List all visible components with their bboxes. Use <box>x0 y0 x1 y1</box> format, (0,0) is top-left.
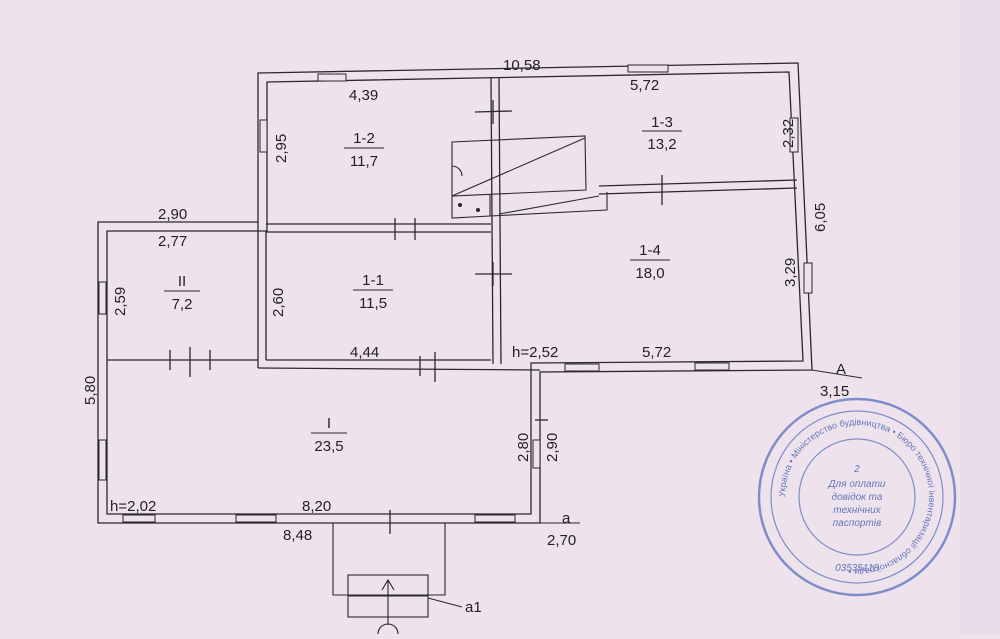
wall-d <box>598 179 798 187</box>
wall-f2 <box>257 367 541 371</box>
windows <box>98 64 813 523</box>
paper-edge <box>960 0 1000 634</box>
stamp-code: 03535118 <box>835 563 879 574</box>
room-II-id: II <box>178 273 186 290</box>
room-II-area: 7,2 <box>172 296 193 313</box>
room-1-3-area: 13,2 <box>647 136 676 153</box>
dim-I-outer-height: 5,80 <box>82 376 99 405</box>
room-I-area: 23,5 <box>314 438 343 455</box>
doors <box>169 100 663 534</box>
wall-a <box>490 77 494 365</box>
dim-I-outer-width: 8,48 <box>283 527 312 544</box>
dim-overall-width: 10,58 <box>503 57 541 74</box>
room-labels: 1-2 11,7 1-3 13,2 1-4 18,0 1-1 11,5 II 7… <box>164 114 682 455</box>
dim-I-inner-width: 8,20 <box>302 498 331 515</box>
marker-A: A <box>836 361 846 378</box>
room-1-2-id: 1-2 <box>353 130 375 147</box>
dim-r12-height: 2,95 <box>273 134 290 163</box>
room-1-1-area: 11,5 <box>359 295 387 312</box>
stamp-line1: Для оплати <box>828 479 886 490</box>
dim-A-height: 3,15 <box>820 383 849 400</box>
dim-II-height: 2,59 <box>112 287 129 316</box>
porch-a1 <box>332 523 463 639</box>
marker-a1: a1 <box>465 599 482 616</box>
dim-I-outer-height-right: 2,90 <box>544 433 561 462</box>
outer-wall-inner <box>106 71 804 515</box>
dim-r14-height: 3,29 <box>782 258 799 287</box>
stamp-number: 2 <box>853 464 860 475</box>
dim-overall-depth: 6,05 <box>812 203 829 232</box>
room-1-3-id: 1-3 <box>651 114 673 131</box>
room-1-2-area: 11,7 <box>350 153 378 170</box>
dim-a-height: 2,70 <box>547 532 576 549</box>
stamp-line3: технічних <box>833 505 881 516</box>
marker-a: a <box>562 510 571 527</box>
dim-r11-width: 4,44 <box>350 344 379 361</box>
dim-II-outer-width: 2,90 <box>158 206 187 223</box>
wall-d2 <box>598 187 798 195</box>
stamp-line2: довідок та <box>832 492 883 503</box>
dim-r14-width: 5,72 <box>642 344 671 361</box>
room-1-4-area: 18,0 <box>635 265 664 282</box>
dim-r13-width: 5,72 <box>630 77 659 94</box>
room-1-1-id: 1-1 <box>362 272 384 289</box>
height-main: h=2,52 <box>512 344 558 361</box>
dim-II-inner-width: 2,77 <box>158 233 187 250</box>
dim-r11-height: 2,60 <box>270 288 287 317</box>
leaders <box>540 369 863 524</box>
room-1-4-id: 1-4 <box>639 242 661 259</box>
height-annex: h=2,02 <box>110 498 156 515</box>
room-I-id: I <box>327 415 331 432</box>
stamp-line4: паспортів <box>833 518 881 529</box>
dim-r13-height: 2,32 <box>780 119 797 148</box>
wall-a2 <box>498 77 502 365</box>
stove <box>451 135 608 219</box>
dimension-labels: 10,58 4,39 5,72 2,95 2,32 6,05 3,29 2,90… <box>82 57 849 616</box>
dim-r12-width: 4,39 <box>349 87 378 104</box>
dim-I-inner-height: 2,80 <box>515 433 532 462</box>
